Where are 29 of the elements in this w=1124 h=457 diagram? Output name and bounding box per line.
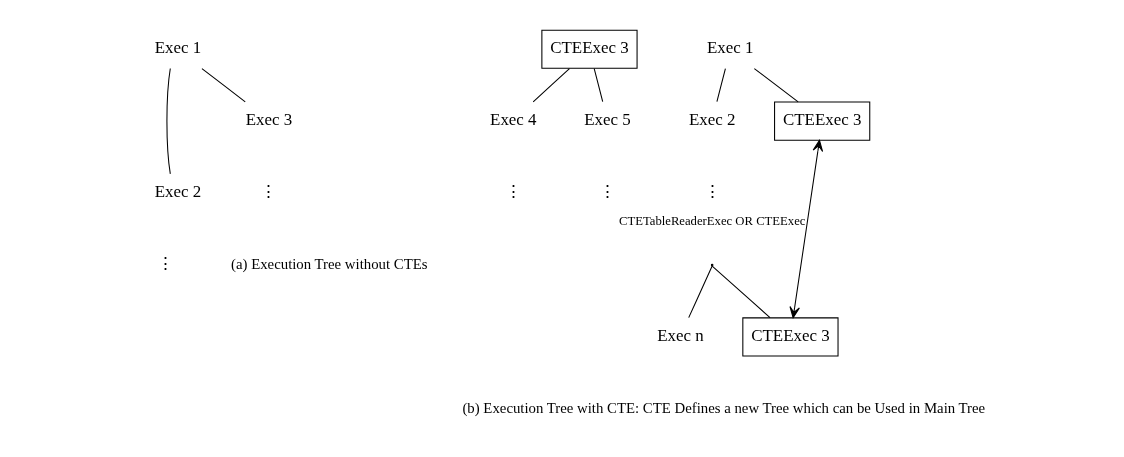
node-text: Exec n	[656, 325, 704, 345]
connector	[687, 265, 713, 318]
node-box: CTEExec 3	[773, 101, 870, 141]
label: (a) Execution Tree without CTEs	[230, 255, 428, 272]
connector	[715, 67, 726, 102]
label: (b) Execution Tree with CTE: CTE Defines a new Tree which can be Used in Main Tree	[461, 399, 985, 416]
label: ⋮	[703, 181, 721, 201]
node-point	[710, 263, 713, 266]
node-text: Exec 5	[583, 109, 631, 129]
connector	[593, 67, 603, 102]
connector	[753, 67, 799, 102]
node-text: Exec 2	[688, 109, 735, 129]
label: ⋮	[156, 253, 174, 273]
node-text: Exec 3	[245, 109, 292, 129]
connector	[165, 67, 171, 174]
label: ⋮	[598, 181, 616, 201]
node-text: Exec 1	[154, 37, 201, 57]
label: ⋮	[259, 181, 277, 201]
node-text: Exec 1	[706, 37, 753, 57]
label: ⋮	[504, 181, 522, 201]
node-box: CTEExec 3	[741, 316, 839, 356]
connector	[532, 67, 570, 102]
node-text: Exec 2	[154, 181, 201, 201]
edge-label: CTETableReaderExec OR CTEExec	[618, 213, 805, 228]
connector	[200, 67, 246, 102]
node-box: CTEExec 3	[540, 29, 638, 69]
arrow	[788, 139, 823, 318]
node-text: Exec 4	[489, 109, 537, 129]
connector	[711, 265, 771, 318]
